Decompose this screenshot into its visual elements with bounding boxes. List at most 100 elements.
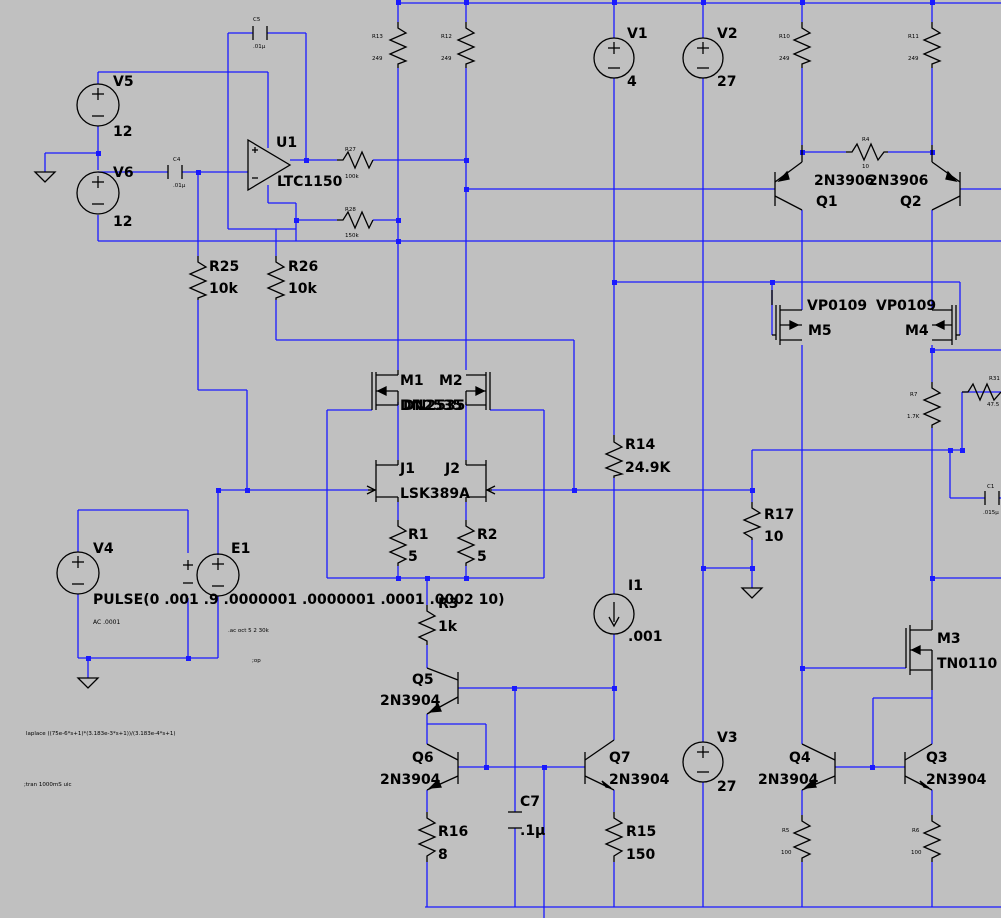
model-M5: VP0109 [807, 298, 867, 314]
resistor-R27 [337, 150, 374, 170]
mosfet-symbols [371, 290, 960, 690]
resistor-R6 [922, 815, 942, 862]
label-R31: R31 [989, 376, 1000, 382]
label-R14: R14 [625, 437, 656, 453]
label-M1: M1 [400, 373, 424, 389]
label-R2: R2 [477, 527, 498, 543]
value-R14: 24.9K [625, 460, 672, 476]
label-Q2: Q2 [900, 194, 922, 210]
label-R28: R28 [345, 207, 356, 213]
resistor-symbols [188, 22, 1001, 862]
label-V1: V1 [627, 26, 648, 42]
label-C7: C7 [520, 794, 540, 810]
label-Q1: Q1 [816, 194, 838, 210]
resistor-R17 [742, 502, 762, 540]
label-R16: R16 [438, 824, 468, 840]
junction-dots [86, 0, 965, 770]
jfet-symbols [366, 460, 496, 502]
mosfet-M5 [771, 290, 802, 345]
bjt-Q6 [426, 743, 459, 791]
label-Q7: Q7 [609, 750, 631, 766]
resistor-R11 [922, 22, 942, 68]
value-R28: 150k [345, 233, 359, 239]
value-V4: PULSE(0 .001 .9 .0000001 .0000001 .0001 … [93, 592, 505, 608]
label-R17: R17 [764, 507, 794, 523]
value-R12: 249 [441, 56, 452, 62]
value-C7: .1µ [520, 823, 545, 839]
resistor-R4 [846, 142, 888, 162]
source-I1 [593, 593, 635, 635]
label-R25: R25 [209, 259, 239, 275]
label-C4: C4 [173, 157, 181, 163]
label-Q6: Q6 [412, 750, 434, 766]
resistor-R28 [337, 210, 374, 230]
model-M2: DN2535 [403, 398, 465, 414]
source-V6 [76, 171, 120, 215]
directive-op: ;op [252, 658, 261, 664]
resistor-R3 [417, 605, 437, 645]
label-I1: I1 [628, 578, 643, 594]
ground-icon [33, 171, 57, 183]
value-R1: 5 [408, 549, 418, 565]
label-Q4: Q4 [789, 750, 811, 766]
bjt-Q4 [801, 743, 836, 791]
value-R26: 10k [288, 281, 317, 297]
label-M4: M4 [905, 323, 929, 339]
value-R5: 100 [781, 850, 792, 856]
label-U1: U1 [276, 135, 297, 151]
value-R17: 10 [764, 529, 784, 545]
model-Q2: 2N3906 [868, 173, 928, 189]
label-Q3: Q3 [926, 750, 948, 766]
label-R27: R27 [345, 147, 356, 153]
label-E1: E1 [231, 541, 250, 557]
wires [44, 2, 1001, 918]
ground-icon [76, 677, 100, 689]
jfet-J1 [366, 460, 399, 502]
resistor-R15 [604, 812, 624, 862]
label-R10: R10 [779, 34, 790, 40]
value-R16: 8 [438, 847, 448, 863]
mosfet-M4 [932, 305, 960, 345]
resistor-R5 [792, 815, 812, 862]
label-V5: V5 [113, 74, 134, 90]
value-V5: 12 [113, 124, 132, 140]
value-R7: 1.7K [907, 414, 920, 420]
label-R12: R12 [441, 34, 452, 40]
label-R4: R4 [862, 137, 870, 143]
resistor-R16 [417, 812, 437, 862]
model-Q6: 2N3904 [380, 772, 441, 788]
model-M1: DN2535 [400, 398, 462, 414]
directive-laplace: laplace ((75e-6*s+1)*(3.183e-3*s+1))/(3.… [26, 731, 175, 737]
resistor-R1 [388, 520, 408, 566]
bjt-Q7 [584, 739, 615, 791]
mosfet-M1 [371, 370, 399, 410]
value-R25: 10k [209, 281, 238, 297]
labels: V1 4 V2 27 V3 27 V5 12 V6 12 V4 PULSE(0 … [24, 17, 1000, 863]
model-jfet: LSK389A [400, 486, 470, 502]
resistor-R7 [922, 382, 942, 428]
value-R4: 10 [862, 164, 869, 170]
value-C5: .01µ [253, 44, 266, 50]
source-V3 [682, 741, 724, 783]
value-R2: 5 [477, 549, 487, 565]
value-R13: 249 [372, 56, 383, 62]
label-R7: R7 [910, 392, 918, 398]
value-V3: 27 [717, 779, 736, 795]
model-Q1: 2N3906 [814, 173, 874, 189]
bjt-Q3 [904, 743, 933, 791]
resistor-R25 [188, 256, 208, 300]
ac-V4: AC .0001 [93, 619, 120, 626]
resistor-R12 [456, 22, 476, 68]
model-M4: VP0109 [876, 298, 936, 314]
label-R5: R5 [782, 828, 790, 834]
ground-symbols [33, 171, 764, 689]
label-Q5: Q5 [412, 672, 434, 688]
model-Q4: 2N3904 [758, 772, 819, 788]
value-V2: 27 [717, 74, 736, 90]
label-V6: V6 [113, 165, 134, 181]
opamp-U1 [247, 138, 292, 192]
model-U1: LTC1150 [277, 174, 343, 190]
label-R15: R15 [626, 824, 656, 840]
